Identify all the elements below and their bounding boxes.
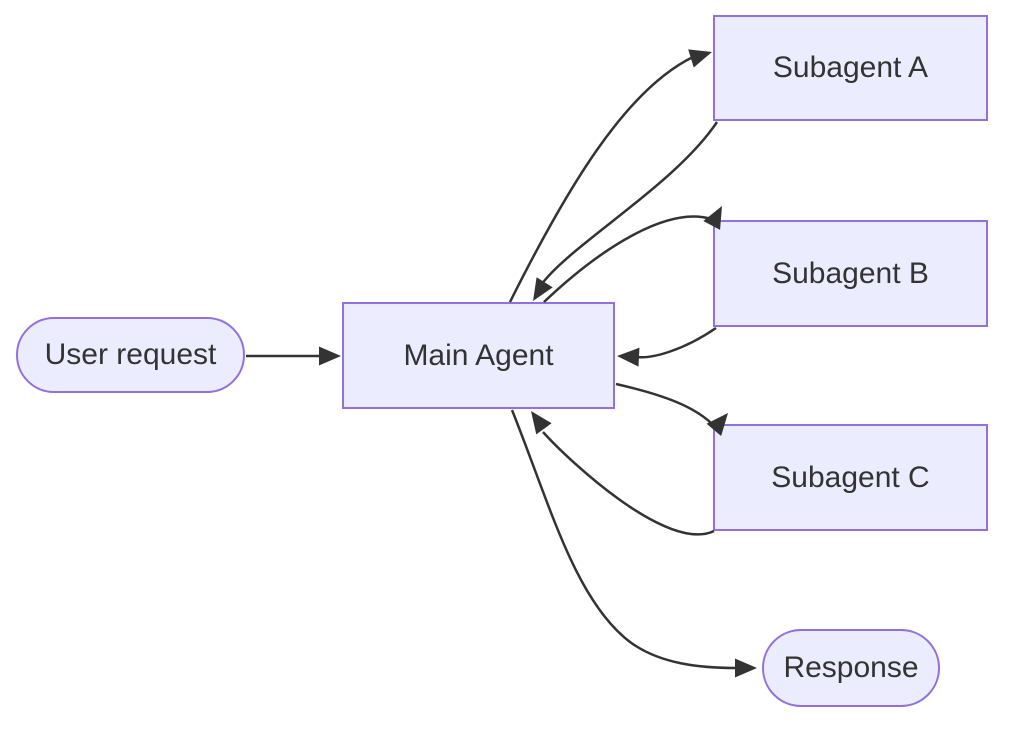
node-user-request-label: User request <box>44 338 217 371</box>
arrowhead-main-agent-to-subagent-a <box>688 49 712 68</box>
node-user-request: User request <box>16 317 245 393</box>
edge-subagent-b-to-main-agent <box>636 326 717 359</box>
edge-subagent-c-to-main-agent <box>542 431 715 536</box>
edge-main-agent-to-subagent-b <box>543 215 712 303</box>
edge-main-agent-to-subagent-c <box>615 382 716 428</box>
edge-subagent-a-to-main-agent <box>539 121 719 286</box>
arrowhead-main-agent-to-response <box>735 658 757 678</box>
arrowhead-subagent-b-to-main-agent <box>617 347 640 367</box>
node-subagent-c: Subagent C <box>713 424 988 531</box>
node-subagent-c-label: Subagent C <box>771 460 930 494</box>
arrowhead-user-request-to-main-agent <box>319 346 341 366</box>
node-subagent-a: Subagent A <box>713 15 988 121</box>
edge-main-agent-to-subagent-a <box>508 55 694 303</box>
node-response-label: Response <box>783 651 919 684</box>
node-subagent-b-label: Subagent B <box>772 256 929 290</box>
arrowhead-subagent-c-to-main-agent <box>531 411 552 435</box>
node-response: Response <box>762 629 940 707</box>
node-subagent-a-label: Subagent A <box>772 51 929 84</box>
node-subagent-b: Subagent B <box>713 220 988 327</box>
node-main-agent-label: Main Agent <box>403 338 554 372</box>
edge-main-agent-to-response <box>510 409 737 670</box>
node-main-agent: Main Agent <box>342 302 615 409</box>
